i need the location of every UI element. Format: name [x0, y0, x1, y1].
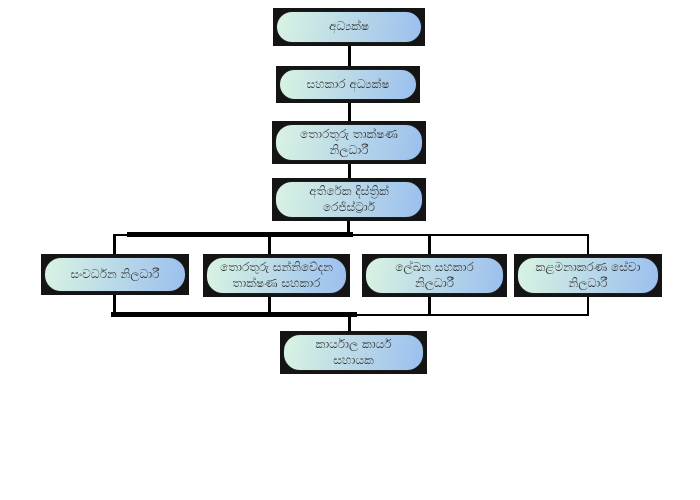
rail-top-thin-right	[351, 234, 589, 236]
node-documentation-assistant-officer-label: ලේඛන සහකාර නිලධාරී	[395, 259, 474, 290]
riser-documentation-officer	[428, 296, 431, 314]
drop-ict-assistant	[268, 237, 271, 255]
node-assistant-director: සහකාර අධ්‍යක්ෂ	[276, 66, 420, 103]
node-it-officer-label: තොරතුරු තාක්ෂණ නිලධාරී	[300, 126, 398, 157]
riser-development-officer	[113, 294, 116, 313]
rail-top-thick	[127, 232, 353, 237]
node-director-label: අධ්‍යක්ෂ	[328, 19, 370, 34]
node-documentation-assistant-officer-box: ලේඛන සහකාර නිලධාරී	[365, 257, 504, 294]
drop-management-officer	[587, 236, 589, 255]
node-assistant-director-label: සහකාර අධ්‍යක්ෂ	[306, 76, 390, 91]
node-management-services-officer: කළමනාකරණ සේවා නිලධාරී	[514, 254, 662, 297]
node-office-work-assistant-label: කාර්යාල කාර්ය සහායක	[315, 336, 392, 367]
node-it-officer: තොරතුරු තාක්ෂණ නිලධාරී	[272, 121, 426, 164]
node-ict-assistant: තොරතුරු සන්නිවේදන තාක්ෂණ සහකාර	[203, 254, 350, 297]
riser-ict-assistant	[268, 296, 271, 313]
node-office-work-assistant: කාර්යාල කාර්ය සහායක	[280, 331, 427, 374]
node-ict-assistant-box: තොරතුරු සන්නිවේදන තාක්ෂණ සහකාර	[206, 257, 347, 294]
rail-bottom-thick	[111, 312, 357, 317]
node-documentation-assistant-officer: ලේඛන සහකාර නිලධාරී	[362, 254, 507, 297]
connector-assistant-itofficer	[348, 102, 351, 122]
connector-rail-officeassistant	[348, 317, 351, 332]
node-ict-assistant-label: තොරතුරු සන්නිවේදන තාක්ෂණ සහකාර	[220, 259, 333, 290]
connector-registrar-rail	[347, 220, 350, 234]
node-development-officer-box: සංවර්ධන නිලධාරී	[44, 257, 186, 292]
riser-management-officer	[587, 296, 589, 314]
rail-top-thin-left	[113, 234, 129, 236]
node-management-services-officer-label: කළමනාකරණ සේවා නිලධාරී	[535, 259, 641, 290]
rail-bottom-thin-right	[355, 314, 589, 316]
node-development-officer-label: සංවර්ධන නිලධාරී	[70, 266, 160, 281]
node-addl-district-registrar-label: අතිරේක දිස්ත්‍රික් රෙජිස්ට්‍රාර්	[309, 183, 389, 214]
node-it-officer-box: තොරතුරු තාක්ෂණ නිලධාරී	[275, 124, 423, 161]
drop-development-officer	[113, 236, 116, 255]
node-assistant-director-box: සහකාර අධ්‍යක්ෂ	[279, 69, 417, 100]
connector-itofficer-registrar	[348, 163, 351, 179]
node-addl-district-registrar: අතිරේක දිස්ත්‍රික් රෙජිස්ට්‍රාර්	[272, 178, 426, 221]
node-addl-district-registrar-box: අතිරේක දිස්ත්‍රික් රෙජිස්ට්‍රාර්	[275, 181, 423, 218]
node-director-box: අධ්‍යක්ෂ	[276, 11, 422, 43]
node-management-services-officer-box: කළමනාකරණ සේවා නිලධාරී	[517, 257, 659, 294]
node-director: අධ්‍යක්ෂ	[273, 8, 425, 46]
node-office-work-assistant-box: කාර්යාල කාර්ය සහායක	[283, 334, 424, 371]
connector-director-assistant	[348, 46, 351, 66]
drop-documentation-officer	[428, 236, 431, 255]
node-development-officer: සංවර්ධන නිලධාරී	[41, 254, 189, 295]
